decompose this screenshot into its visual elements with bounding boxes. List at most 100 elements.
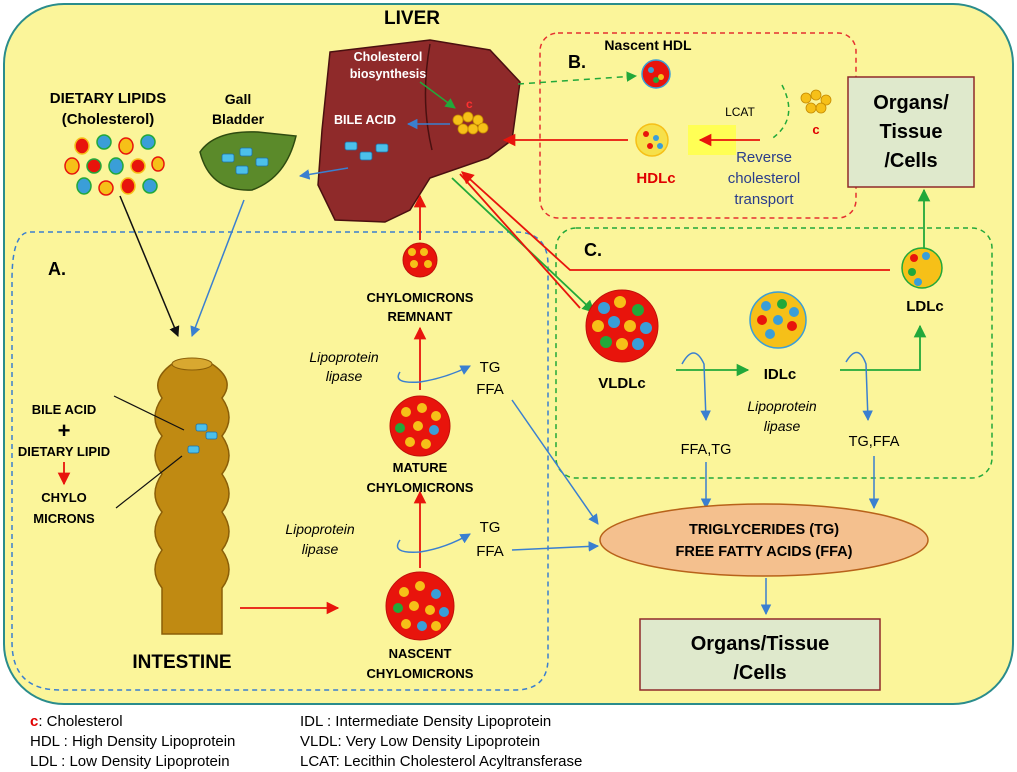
section-b-c-label: c — [812, 122, 819, 137]
ffa-2-label: FFA — [476, 543, 504, 560]
vldlc-particle — [585, 289, 659, 363]
organs-bottom-box — [639, 618, 881, 691]
section-a-frame — [11, 231, 549, 691]
hdlc-label: HDLc — [636, 170, 675, 187]
nascent-hdl-particle — [641, 59, 671, 89]
biosynthesis-arrow — [419, 81, 456, 109]
organs-bottom-label-1: Organs/Tissue — [691, 633, 830, 655]
gall-bile-acid-icons — [221, 147, 269, 175]
tg-2-label: TG — [480, 519, 501, 536]
legend-cholesterol: c: Cholesterol — [30, 712, 235, 732]
biosynthesis-label-1: Cholesterol — [354, 50, 423, 64]
section-c-frame — [555, 227, 993, 479]
dietary-lipid-label: DIETARY LIPID — [18, 444, 110, 459]
plus-sign: + — [58, 418, 71, 443]
biosynthesis-label-2: biosynthesis — [350, 67, 426, 81]
liver-bile-acid-label: BILE ACID — [334, 113, 396, 127]
remnant-label-1: CHYLOMICRONS — [367, 290, 474, 305]
nascent-chylo-label-2: CHYLOMICRONS — [367, 666, 474, 681]
hdlc-particle — [635, 123, 669, 157]
organs-top-box — [847, 76, 975, 188]
section-c-lipase-label-2: lipase — [764, 418, 801, 434]
rct-label-1: Reverse — [736, 149, 792, 166]
lipase-2-label-1: Lipoprotein — [285, 521, 354, 537]
intestine-label: INTESTINE — [132, 652, 231, 673]
page-title: LIVER — [384, 8, 440, 29]
dietary-lipids-label-1: DIETARY LIPIDS — [50, 90, 166, 107]
ldlc-particle — [901, 247, 943, 289]
intestine-bile-acid-label: BILE ACID — [32, 402, 97, 417]
dietary-lipids-label-2: (Cholesterol) — [62, 111, 155, 128]
legend-ldl: LDL : Low Density Lipoprotein — [30, 753, 230, 770]
lcat-cholesterol-cluster — [800, 89, 832, 114]
ldlc-to-liver-arrow — [461, 171, 890, 271]
dietary-to-intestine-arrow — [119, 195, 180, 337]
gall-bladder-label-1: Gall — [225, 91, 251, 107]
rct-label-3: transport — [734, 191, 794, 208]
gall-bladder-shape — [199, 131, 297, 191]
idlc-lipase-curve — [845, 351, 873, 422]
mature-chylo-label-1: MATURE — [393, 460, 448, 475]
section-a-letter: A. — [48, 259, 66, 279]
legend: c: Cholesterol HDL : High Density Lipopr… — [0, 708, 1017, 771]
chylo-label-1: CHYLO — [41, 490, 87, 505]
section-c-letter: C. — [584, 240, 602, 260]
tg-box-label-2: FREE FATTY ACIDS (FFA) — [676, 544, 853, 560]
legend-c-key: c — [30, 713, 39, 730]
legend-column-left: c: Cholesterol HDL : High Density Lipopr… — [30, 712, 235, 772]
intestine-bile-acid-icons — [187, 423, 218, 454]
tg-1-label: TG — [480, 359, 501, 376]
legend-lcat: LCAT: Lecithin Cholesterol Acyltransfera… — [300, 753, 583, 770]
liver-shape — [317, 39, 521, 223]
gall-to-intestine-arrow — [190, 199, 245, 337]
legend-hdl: HDL : High Density Lipoprotein — [30, 733, 236, 750]
liver-to-nascent-hdl-arrow — [517, 71, 638, 85]
lipase-1-curve — [397, 365, 471, 384]
legend-column-right: IDL : Intermediate Density Lipoprotein V… — [300, 712, 582, 772]
section-c-lipase-label-1: Lipoprotein — [747, 398, 816, 414]
remnant-label-2: REMNANT — [388, 309, 453, 324]
lipoprotein-diagram: LIVER Cholesterol biosynthesis BILE ACID… — [3, 3, 1014, 705]
liver-to-gall-arrow — [298, 167, 349, 180]
idlc-label: IDLc — [764, 366, 797, 383]
liver-cholesterol-cluster — [452, 111, 489, 135]
section-b-letter: B. — [568, 52, 586, 72]
lipase-2-curve — [396, 533, 471, 553]
lcat-dashed-curve — [769, 84, 790, 141]
chylo-pointer-line — [115, 455, 183, 509]
organs-top-label-2: Tissue — [880, 121, 943, 143]
ffa-1-label: FFA — [476, 381, 504, 398]
legend-c-text: : Cholesterol — [38, 713, 123, 730]
ldlc-label: LDLc — [906, 298, 944, 315]
vldlc-label: VLDLc — [598, 375, 646, 392]
vldlc-lipase-curve — [681, 352, 711, 422]
mature-chylomicron-particle — [389, 395, 451, 457]
organs-top-label-3: /Cells — [884, 150, 937, 172]
triglycerides-ellipse — [599, 503, 929, 577]
liver-bile-acid-icons — [344, 141, 389, 161]
dietary-lipid-particles — [64, 134, 165, 196]
organs-bottom-label-2: /Cells — [733, 662, 786, 684]
rct-label-2: cholesterol — [728, 170, 801, 187]
tg-box-label-1: TRIGLYCERIDES (TG) — [689, 522, 839, 538]
lipase-2-label-2: lipase — [302, 541, 339, 557]
tg-ffa-label: TG,FFA — [849, 434, 900, 450]
ffa-1-to-tg-arrow — [511, 399, 599, 525]
vldlc-to-liver-line — [459, 173, 581, 309]
nascent-hdl-label: Nascent HDL — [604, 37, 692, 53]
nascent-chylomicron-particle — [385, 571, 455, 641]
remnant-chylomicron-particle — [402, 242, 438, 278]
organs-top-label-1: Organs/ — [873, 92, 949, 114]
idlc-particle — [749, 291, 807, 349]
gall-bladder-label-2: Bladder — [212, 111, 265, 127]
nascent-chylo-label-1: NASCENT — [389, 646, 452, 661]
ffa-tg-label: FFA,TG — [681, 442, 732, 458]
bile-pointer-line — [113, 395, 185, 431]
legend-idl: IDL : Intermediate Density Lipoprotein — [300, 713, 552, 730]
ffa-2-to-tg-arrow — [511, 541, 600, 552]
intestine-shape — [154, 357, 230, 635]
chylo-label-2: MICRONS — [33, 511, 95, 526]
lcat-label: LCAT — [725, 105, 755, 119]
lipase-1-label-2: lipase — [326, 368, 363, 384]
legend-vldl: VLDL: Very Low Density Lipoprotein — [300, 733, 541, 750]
